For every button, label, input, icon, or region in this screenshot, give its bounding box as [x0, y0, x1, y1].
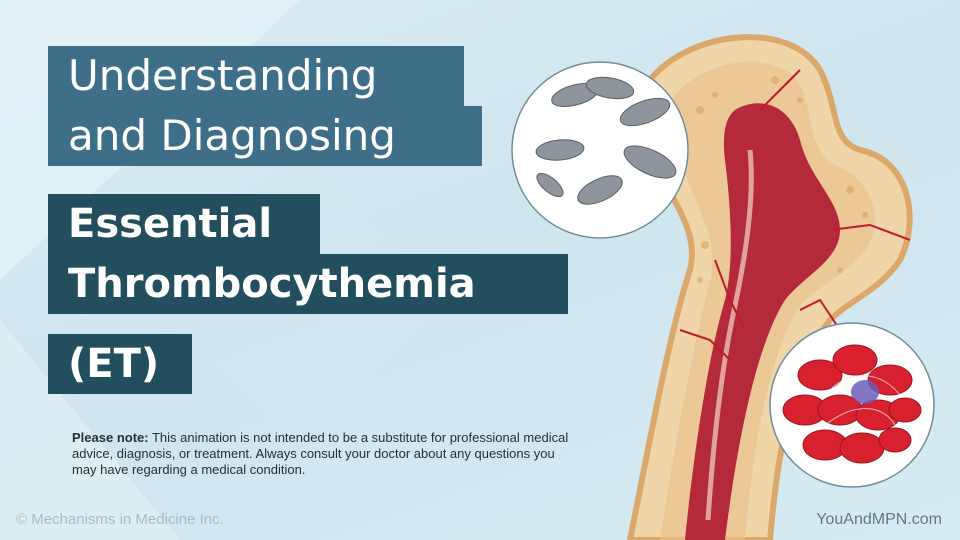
- website-link[interactable]: YouAndMPN.com: [816, 511, 942, 528]
- title-line-1: Understanding: [48, 46, 464, 106]
- title-line-2: and Diagnosing: [48, 106, 482, 166]
- title-line-5: (ET): [48, 334, 192, 394]
- title-line-4: Thrombocythemia: [48, 254, 568, 314]
- femur-bone-cross-section: [626, 34, 913, 540]
- red-blood-cells-circle: [769, 322, 935, 488]
- disclaimer-label: Please note:: [72, 430, 149, 445]
- platelets-circle: [511, 61, 689, 239]
- disclaimer-note: Please note: This animation is not inten…: [72, 430, 582, 478]
- disclaimer-text: This animation is not intended to be a s…: [72, 430, 569, 477]
- copyright-text: © Mechanisms in Medicine Inc.: [16, 511, 224, 528]
- title-line-3: Essential: [48, 194, 320, 254]
- bone-marrow-illustration: [511, 34, 935, 540]
